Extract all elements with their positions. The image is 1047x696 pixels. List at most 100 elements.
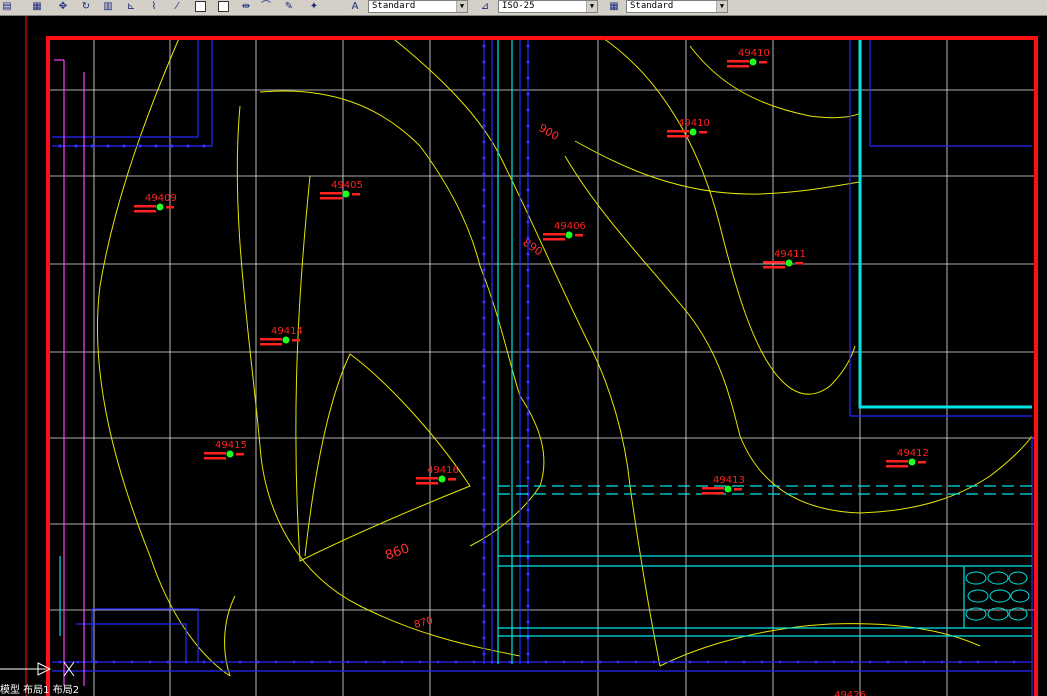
wall-dot — [170, 144, 174, 148]
wall-dot — [94, 660, 98, 664]
chevron-down-icon[interactable]: ▼ — [716, 1, 727, 12]
wall-dot — [526, 540, 530, 544]
drawing-border — [46, 36, 1038, 696]
wall-dot — [526, 108, 530, 112]
wall-dot — [850, 660, 854, 664]
wall-dot — [526, 76, 530, 80]
tool-palette-icon[interactable]: ✦ — [309, 1, 319, 12]
wall-dot — [796, 660, 800, 664]
wall-dot — [544, 660, 548, 664]
wall-dot — [526, 476, 530, 480]
wall-dot — [482, 476, 486, 480]
layout-tabs-text[interactable]: 模型 布局1 布局2 — [0, 685, 80, 696]
arc-icon[interactable]: ⌒ — [261, 1, 271, 12]
wall-dot — [364, 660, 368, 664]
elevation-mark — [166, 206, 174, 209]
coordinate-mark — [204, 457, 226, 460]
wall-dot — [526, 188, 530, 192]
pencil-icon[interactable]: ✎ — [284, 1, 294, 12]
coordinate-mark — [416, 482, 438, 485]
dimension-icon[interactable]: ⊾ — [126, 1, 136, 12]
move-icon[interactable]: ⇹ — [241, 1, 251, 12]
wall-dot — [112, 660, 116, 664]
wall-dot — [526, 524, 530, 528]
survey-point[interactable]: 49405 — [320, 180, 363, 200]
wall-dot — [482, 188, 486, 192]
wall-dot — [526, 300, 530, 304]
table-icon[interactable]: ▥ — [103, 1, 113, 12]
survey-point[interactable]: 49406 — [543, 221, 586, 241]
table-style-value: Standard — [630, 1, 674, 11]
polyline-icon[interactable]: ⌇ — [151, 1, 157, 12]
survey-point[interactable]: 49414 — [260, 326, 303, 346]
survey-point[interactable]: 49410 — [727, 48, 770, 68]
survey-point[interactable]: 49412 — [886, 448, 929, 468]
wall-dot — [760, 660, 764, 664]
wall-dot — [482, 204, 486, 208]
chevron-down-icon[interactable]: ▼ — [586, 1, 597, 12]
wall-dot — [238, 660, 242, 664]
wall-dot — [526, 332, 530, 336]
wall-dot — [482, 460, 486, 464]
wall-dot — [742, 660, 746, 664]
point-id: 49413 — [713, 475, 745, 486]
point-marker — [749, 58, 757, 66]
elevation-mark — [292, 339, 300, 342]
wall-dot — [526, 252, 530, 256]
text-style-select[interactable]: Standard ▼ — [368, 0, 468, 13]
coordinate-mark — [763, 266, 785, 269]
wall-dot — [482, 220, 486, 224]
layer-properties-icon[interactable]: ▤ — [2, 1, 12, 12]
chevron-down-icon[interactable]: ▼ — [456, 1, 467, 12]
wall-dot — [490, 660, 494, 664]
contour-label: 860 — [383, 541, 411, 564]
grid-icon[interactable]: ▦ — [32, 1, 42, 12]
wall-dot — [562, 660, 566, 664]
wall-dot — [482, 620, 486, 624]
survey-point[interactable]: 49411 — [763, 249, 806, 269]
wall-dot — [106, 144, 110, 148]
wall-dot — [526, 572, 530, 576]
table-style-select[interactable]: Standard ▼ — [626, 0, 728, 13]
pan-icon[interactable]: ✥ — [58, 1, 68, 12]
wall-dot — [526, 380, 530, 384]
point-marker — [724, 485, 732, 493]
wall-dot — [598, 660, 602, 664]
wall-dot — [482, 396, 486, 400]
survey-point[interactable]: 49426 — [823, 690, 866, 696]
coordinate-mark — [543, 233, 565, 236]
point-marker — [785, 259, 793, 267]
point-id: 49409 — [145, 193, 177, 204]
wall-dot — [482, 236, 486, 240]
wall-dot — [670, 660, 674, 664]
wall-dot — [482, 508, 486, 512]
survey-point[interactable]: 49410 — [667, 118, 710, 138]
orbit-icon[interactable]: ↻ — [81, 1, 91, 12]
elevation-mark — [918, 461, 926, 464]
wall-dot — [482, 444, 486, 448]
coordinate-mark — [727, 60, 749, 63]
rectangle-icon[interactable] — [193, 0, 207, 13]
survey-point[interactable]: 49409 — [134, 193, 177, 213]
wall-dot — [482, 412, 486, 416]
wall-dot — [526, 124, 530, 128]
survey-point[interactable]: 49415 — [204, 440, 247, 460]
line-icon[interactable]: ⁄ — [176, 1, 178, 12]
wall-dot — [138, 144, 142, 148]
dim-style-select[interactable]: ISO-25 ▼ — [498, 0, 598, 13]
wall-dot — [436, 660, 440, 664]
elevation-mark — [795, 262, 803, 265]
survey-point[interactable]: 49413 — [702, 475, 745, 495]
point-marker — [282, 336, 290, 344]
coordinate-mark — [134, 205, 156, 208]
grid-lines — [48, 38, 1036, 696]
wall-dot — [526, 444, 530, 448]
wall-dot — [482, 636, 486, 640]
drawing-canvas[interactable]: 900 890 860 870 — [0, 16, 1047, 696]
wall-dot — [832, 660, 836, 664]
wall-dot — [526, 284, 530, 288]
square-icon[interactable] — [216, 0, 230, 13]
point-marker — [689, 128, 697, 136]
survey-point[interactable]: 49416 — [416, 465, 459, 485]
table-style-icon: ▦ — [609, 1, 619, 12]
